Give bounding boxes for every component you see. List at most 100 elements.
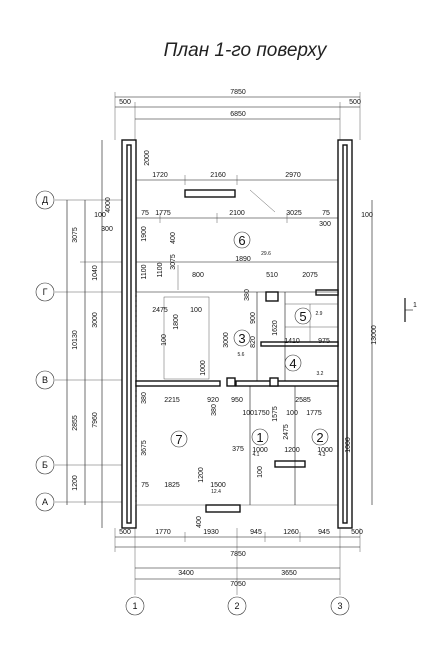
dim-inner-2475: 2475 [283, 424, 290, 440]
dim-bottom-1260: 1260 [283, 529, 299, 536]
room-marker-7 [170, 430, 188, 448]
area-room-7: 12.4 [211, 489, 221, 495]
dim-mid-2075: 2075 [302, 272, 318, 279]
dim-right-100: 100 [361, 212, 373, 219]
room-marker-2 [311, 428, 329, 446]
dim-left-380a: 380 [141, 392, 148, 404]
room-number-5: 5 [299, 309, 306, 324]
dim-mid-1410: 1410 [284, 338, 300, 345]
dim-inner-900: 900 [250, 312, 257, 324]
axis-label-row-5: А [42, 497, 48, 507]
dim-row-1000b: 1000 [317, 447, 333, 454]
dim-inner-100: 100 [161, 334, 168, 346]
dim-top-seg3: 2970 [285, 172, 301, 179]
dim-top-left-wall: 500 [119, 99, 131, 106]
dim-inner-1100: 1100 [157, 262, 164, 277]
room-number-6: 6 [238, 233, 245, 248]
dim-mid-975: 975 [318, 338, 330, 345]
dim-bottom-1930: 1930 [203, 529, 219, 536]
axis-bubble-row-1 [35, 190, 55, 210]
axis-bubble-col-1 [125, 596, 145, 616]
dim-row-1000a: 1000 [252, 447, 268, 454]
dim-mid-100: 100 [190, 307, 202, 314]
dim-row-920: 920 [207, 397, 219, 404]
dim-bottom-overall: 7850 [230, 551, 246, 558]
dim-top-seg1: 1720 [152, 172, 168, 179]
axis-bubble-col-2 [227, 596, 247, 616]
dim-row2-1775: 1775 [155, 210, 171, 217]
dim-inner-400: 400 [170, 232, 177, 244]
dim-bottom-500a: 500 [119, 529, 131, 536]
area-room-2: 4.3 [319, 452, 326, 458]
dim-mid-510: 510 [266, 272, 278, 279]
room-number-4: 4 [289, 356, 296, 371]
dim-left-1900: 1900 [141, 226, 148, 242]
dim-inner-1200: 1200 [198, 467, 205, 483]
interior-lines [135, 189, 338, 506]
dim-row-2215: 2215 [164, 397, 180, 404]
plan-title: План 1-го поверху [164, 40, 328, 61]
dim-row2-2100: 2100 [229, 210, 245, 217]
area-room-3: 5.6 [238, 352, 245, 358]
axis-label-col-1: 1 [132, 601, 137, 611]
dim-right-13000: 13000 [371, 325, 378, 345]
dim-top-seg2: 2160 [210, 172, 226, 179]
area-room-1: 4.1 [253, 452, 260, 458]
room-marker-3 [233, 329, 251, 347]
dim-row-2585: 2585 [295, 397, 311, 404]
dim-left-3000: 3000 [92, 312, 99, 328]
dim-left-10130: 10130 [72, 330, 79, 350]
axis-bubble-row-3 [35, 370, 55, 390]
axis-label-col-2: 2 [234, 601, 239, 611]
dim-bottom-945b: 945 [318, 529, 330, 536]
dim-inner-3075: 3075 [170, 254, 177, 270]
dim-left-380b: 380 [211, 404, 218, 416]
dim-mid-800: 800 [192, 272, 204, 279]
dim-left-2855: 2855 [72, 415, 79, 431]
dim-right-300: 300 [319, 221, 331, 228]
dim-inner-1575: 1575 [272, 406, 279, 422]
area-room-4: 3.2 [317, 371, 324, 377]
room-marker-1 [251, 428, 269, 446]
dim-top-right-wall: 500 [349, 99, 361, 106]
dim-mid-2475: 2475 [152, 307, 168, 314]
room-number-7: 7 [175, 432, 182, 447]
dim-row2-75a: 75 [141, 210, 149, 217]
room-marker-5 [294, 307, 312, 325]
dim-row-75c: 75 [141, 482, 149, 489]
area-room-5: 2.9 [316, 311, 323, 317]
dim-row-1825: 1825 [164, 482, 180, 489]
dim-row-375: 375 [232, 446, 244, 453]
room-number-1: 1 [256, 430, 263, 445]
dim-bottom-7050: 7050 [230, 581, 246, 588]
dim-left-100: 100 [94, 212, 106, 219]
axis-label-col-3: 3 [337, 601, 342, 611]
top-dimension-lines [114, 92, 361, 223]
dim-left-3075: 3075 [72, 227, 79, 243]
dim-row-1775: 1775 [306, 410, 322, 417]
axis-label-row-1: Д [42, 195, 48, 205]
dim-inner-820: 820 [250, 336, 257, 348]
room-number-3: 3 [238, 331, 245, 346]
dim-row-1500: 1500 [210, 482, 226, 489]
dim-left-7960: 7960 [92, 412, 99, 428]
walls [121, 139, 353, 529]
dim-bottom-1770: 1770 [155, 529, 171, 536]
dim-inner-380: 380 [244, 289, 251, 301]
axis-bubble-row-5 [35, 492, 55, 512]
dim-left-1200: 1200 [72, 475, 79, 491]
dim-left-1040: 1040 [92, 265, 99, 281]
dim-inner-400b: 400 [196, 516, 203, 528]
left-dimension-lines [55, 140, 125, 528]
dim-left-1100: 1100 [141, 264, 148, 279]
dim-bottom-3650: 3650 [281, 570, 297, 577]
dim-left-4000: 4000 [105, 197, 112, 213]
dim-inner-100b: 100 [257, 466, 264, 478]
dim-inner-1620: 1620 [272, 320, 279, 336]
axis-label-row-3: В [42, 375, 48, 385]
dim-mid-1890: 1890 [235, 256, 251, 263]
section-cut-mark [404, 298, 413, 322]
room-number-2: 2 [316, 430, 323, 445]
dim-top-overall: 7850 [230, 89, 246, 96]
